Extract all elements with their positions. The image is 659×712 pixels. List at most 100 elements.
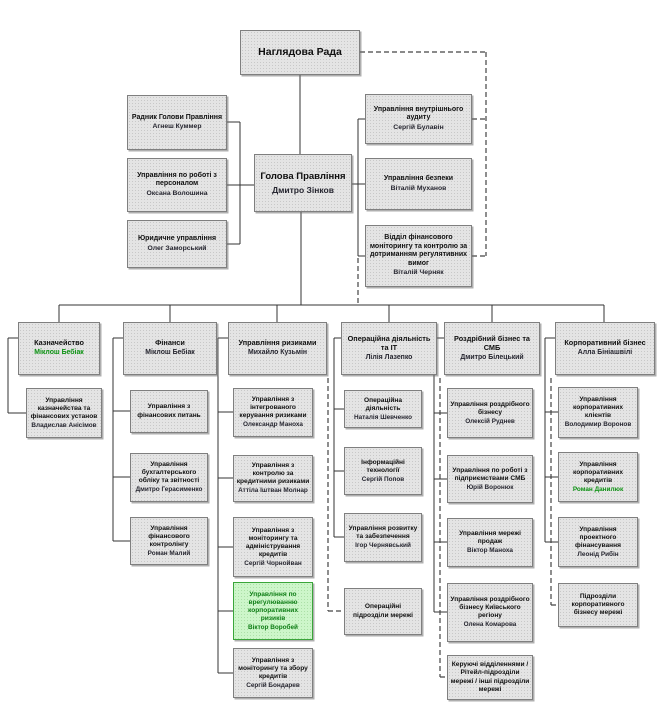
node-title: Казначейство	[34, 338, 84, 348]
node-title: Радник Голови Правління	[131, 113, 223, 121]
node-name: Віктор Маноха	[467, 547, 513, 555]
node-title: Управління по врегулюванню корпоративних…	[247, 590, 298, 622]
operations-it-head-node: Операційна діяльність та ІТ Лілія Лазепк…	[341, 322, 437, 375]
node-title: Управління з моніторингу та збору кредит…	[238, 656, 308, 680]
node-name: Віктор Воробей	[248, 623, 298, 631]
sales-network-node: Управління мережі продаж Віктор Маноха	[447, 518, 533, 567]
development-support-node: Управління розвитку та забезпечення Ігор…	[344, 513, 422, 562]
node-title: Управління безпеки	[383, 175, 454, 183]
corporate-risk-settlement-node: Управління по врегулюванню корпоративних…	[233, 582, 313, 640]
network-operations-units-node: Операційні підрозділи мережі	[344, 588, 422, 635]
node-name: Віталій Черняк	[393, 269, 444, 277]
node-name: Аттіла Іштван Молнар	[238, 487, 308, 495]
supervisory-board-node: Наглядова Рада	[240, 30, 360, 75]
integrated-risk-node: Управління з інтегрованого керування риз…	[233, 388, 313, 437]
node-name: Роман Малий	[147, 549, 191, 557]
node-name: Леонід Рибін	[577, 550, 619, 558]
node-name: Віталій Муханов	[390, 184, 447, 192]
node-title: Операційна діяльність	[363, 396, 403, 412]
node-name: Дмитро Зінков	[272, 184, 334, 195]
node-name: Роман Данилюк	[572, 485, 624, 493]
information-technology-node: Інформаційні технології Сергій Попов	[344, 447, 422, 495]
node-title: Відділ фінансового моніторингу та контро…	[369, 234, 468, 267]
node-name: Олег Заморський	[147, 244, 207, 252]
retail-smb-head-node: Роздрібний бізнес та СМБ Дмитро Білецьки…	[444, 322, 540, 375]
node-name: Олексій Руднев	[465, 417, 515, 425]
financial-matters-node: Управління з фінансових питань	[130, 390, 208, 433]
node-name: Міклош Бебіак	[34, 349, 84, 357]
node-title: Управління казначейства та фінансових ус…	[30, 396, 98, 420]
node-name: Сергій Попов	[361, 475, 405, 483]
node-name: Оксана Волошина	[146, 189, 208, 197]
corporate-network-units-node: Підрозділи корпоративного бізнесу мережі	[558, 583, 638, 627]
chairman-node: Голова Правління Дмитро Зінков	[254, 154, 352, 212]
node-title: Управління внутрішнього аудиту	[373, 105, 464, 122]
node-title: Управління ризиками	[238, 338, 317, 348]
node-title: Управління з інтегрованого керування риз…	[239, 396, 307, 420]
advisor-node: Радник Голови Правління Агнеш Куммер	[127, 95, 227, 150]
branch-managers-network-node: Керуючі відділеннями / Рітейл-підрозділи…	[447, 655, 533, 700]
node-name: Ігор Чернявський	[355, 542, 411, 550]
node-title: Роздрібний бізнес та СМБ	[454, 333, 530, 352]
treasury-head-node: Казначейство Міклош Бебіак	[18, 322, 100, 375]
node-name: Міклош Бебіак	[145, 349, 195, 357]
node-name: Лілія Лазепко	[365, 353, 413, 361]
retail-business-node: Управління роздрібного бізнесу Олексій Р…	[447, 388, 533, 438]
node-name: Сергій Чорнойван	[244, 559, 302, 567]
corporate-loans-node: Управління корпоративних кредитів Роман …	[558, 452, 638, 502]
node-title: Операційна діяльність та ІТ	[347, 333, 431, 352]
finance-head-node: Фінанси Міклош Бебіак	[123, 322, 217, 375]
financial-controlling-node: Управління фінансового контролінгу Роман…	[130, 517, 208, 565]
node-title: Корпоративний бізнес	[564, 338, 646, 348]
credit-monitoring-admin-node: Управління з моніторингу та адмініструва…	[233, 517, 313, 577]
node-title: Фінанси	[155, 338, 185, 348]
internal-audit-node: Управління внутрішнього аудиту Сергій Бу…	[365, 94, 472, 144]
node-title: Управління корпоративних кредитів	[572, 460, 623, 484]
node-title: Управління проектного фінансування	[574, 525, 621, 549]
operational-activity-node: Операційна діяльність Наталія Шевченко	[344, 390, 422, 428]
node-title: Управління роздрібного бізнесу Київськог…	[450, 596, 530, 620]
node-title: Управління по роботі з підприємствами СМ…	[452, 466, 528, 482]
node-name: Сергій Бондарев	[246, 681, 300, 689]
node-title: Операційні підрозділи мережі	[353, 603, 413, 619]
hr-department-node: Управління по роботі з персоналом Оксана…	[127, 158, 227, 212]
dashed-connectors	[327, 51, 558, 678]
node-name: Дмитро Герасименко	[135, 486, 203, 494]
kyiv-region-retail-node: Управління роздрібного бізнесу Київськог…	[447, 583, 533, 642]
node-title: Управління бухгалтерського обліку та зві…	[138, 461, 200, 485]
smb-enterprises-node: Управління по роботі з підприємствами СМ…	[447, 455, 533, 503]
security-department-node: Управління безпеки Віталій Муханов	[365, 158, 472, 210]
node-name: Володимир Воронов	[564, 421, 632, 429]
node-title: Управління мережі продаж	[459, 530, 521, 546]
node-name: Дмитро Білецький	[460, 353, 524, 361]
node-title: Керуючі відділеннями / Рітейл-підрозділи…	[450, 661, 530, 693]
node-name: Наталія Шевченко	[354, 413, 412, 421]
node-title: Управління корпоративних клієнтів	[572, 396, 623, 420]
node-name: Олександр Маноха	[243, 421, 303, 429]
risk-head-node: Управління ризиками Михайло Кузьмін	[228, 322, 327, 375]
node-title: Управління з фінансових питань	[137, 403, 201, 419]
node-name: Алла Бініашвілі	[577, 349, 633, 357]
node-title: Управління з контролю за кредитними ризи…	[236, 462, 310, 486]
node-name: Юрій Воронюк	[466, 483, 514, 491]
node-name: Михайло Кузьмін	[247, 349, 308, 357]
node-name: Сергій Булавін	[393, 123, 444, 131]
treasury-institutions-node: Управління казначейства та фінансових ус…	[26, 388, 102, 438]
financial-monitoring-node: Відділ фінансового моніторингу та контро…	[365, 225, 472, 287]
node-title: Управління з моніторингу та адмініструва…	[245, 526, 301, 558]
node-name: Владислав Анісімов	[31, 421, 97, 429]
corporate-head-node: Корпоративний бізнес Алла Бініашвілі	[555, 322, 655, 375]
credit-collection-node: Управління з моніторингу та збору кредит…	[233, 648, 313, 698]
project-finance-node: Управління проектного фінансування Леоні…	[558, 517, 638, 567]
node-title: Інформаційні технології	[361, 458, 405, 474]
legal-department-node: Юридичне управління Олег Заморський	[127, 220, 227, 268]
node-title: Управління роздрібного бізнесу	[450, 400, 530, 416]
node-title: Управління розвитку та забезпечення	[348, 525, 418, 541]
node-title: Наглядова Рада	[258, 46, 342, 59]
corporate-clients-node: Управління корпоративних клієнтів Володи…	[558, 387, 638, 438]
accounting-reporting-node: Управління бухгалтерського обліку та зві…	[130, 453, 208, 502]
credit-risk-control-node: Управління з контролю за кредитними ризи…	[233, 455, 313, 502]
node-title: Управління по роботі з персоналом	[137, 171, 217, 188]
